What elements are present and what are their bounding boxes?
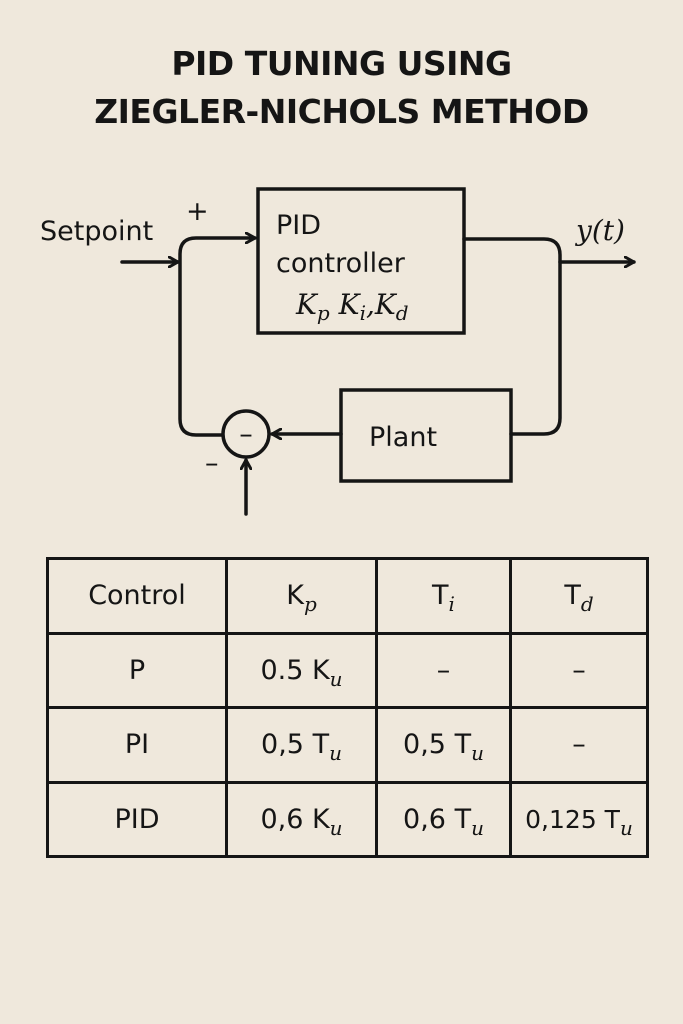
cell-kp: 0.5 Ku bbox=[225, 631, 378, 709]
cell-ti: – bbox=[375, 631, 512, 709]
header-ti: Ti bbox=[375, 557, 512, 635]
cell-td: – bbox=[509, 706, 649, 784]
table-row: P 0.5 Ku – – bbox=[46, 631, 649, 709]
feedforward-path bbox=[178, 238, 257, 437]
table-row: PID 0,6 Ku 0,6 Tu 0,125 Tu bbox=[46, 780, 649, 858]
cell-td: 0,125 Tu bbox=[509, 780, 649, 858]
pid-controller-block bbox=[256, 187, 466, 335]
gain-sep-2: , bbox=[366, 288, 375, 321]
minus-sign: – bbox=[205, 448, 219, 479]
gain-kp-sub: p bbox=[317, 301, 330, 325]
gain-kp-base: K bbox=[295, 288, 319, 321]
gain-kd-base: K bbox=[374, 288, 398, 321]
cell-control: PI bbox=[46, 706, 228, 784]
cell-ti: 0,6 Tu bbox=[375, 780, 512, 858]
block-diagram: Setpoint + PID controller Kp Ki,Kd y(t) … bbox=[40, 187, 636, 516]
cell-td: – bbox=[509, 631, 649, 709]
summing-junction-symbol: – bbox=[239, 419, 253, 450]
header-kp: Kp bbox=[225, 557, 378, 635]
page-title: PID TUNING USING ZIEGLER-NICHOLS METHOD bbox=[0, 40, 683, 136]
gain-sep-1 bbox=[330, 288, 339, 321]
header-control: Control bbox=[46, 557, 228, 635]
plant-label: Plant bbox=[369, 422, 437, 453]
gain-ki-base: K bbox=[338, 288, 362, 321]
gain-kd-sub: d bbox=[396, 301, 409, 325]
feedback-path bbox=[462, 237, 562, 436]
header-td: Td bbox=[509, 557, 649, 635]
cell-control: PID bbox=[46, 780, 228, 858]
summing-junction bbox=[221, 409, 271, 459]
title-line-2: ZIEGLER-NICHOLS METHOD bbox=[94, 92, 589, 131]
controller-label-line-2: controller bbox=[276, 248, 406, 279]
cell-kp: 0,5 Tu bbox=[225, 706, 378, 784]
controller-label-line-1: PID bbox=[276, 210, 321, 241]
cell-kp: 0,6 Ku bbox=[225, 780, 378, 858]
setpoint-label: Setpoint bbox=[40, 216, 153, 247]
controller-gains: Kp Ki,Kd bbox=[295, 288, 409, 325]
plus-sign: + bbox=[186, 196, 209, 227]
cell-ti: 0,5 Tu bbox=[375, 706, 512, 784]
table-header-row: Control Kp Ti Td bbox=[46, 557, 649, 635]
output-label: y(t) bbox=[574, 214, 625, 247]
cell-control: P bbox=[46, 631, 228, 709]
title-line-1: PID TUNING USING bbox=[171, 44, 512, 83]
ziegler-nichols-table: Control Kp Ti Td P 0.5 Ku – – PI 0,5 Tu … bbox=[46, 557, 649, 858]
gain-ki-sub: i bbox=[360, 301, 366, 325]
table-row: PI 0,5 Tu 0,5 Tu – bbox=[46, 706, 649, 784]
